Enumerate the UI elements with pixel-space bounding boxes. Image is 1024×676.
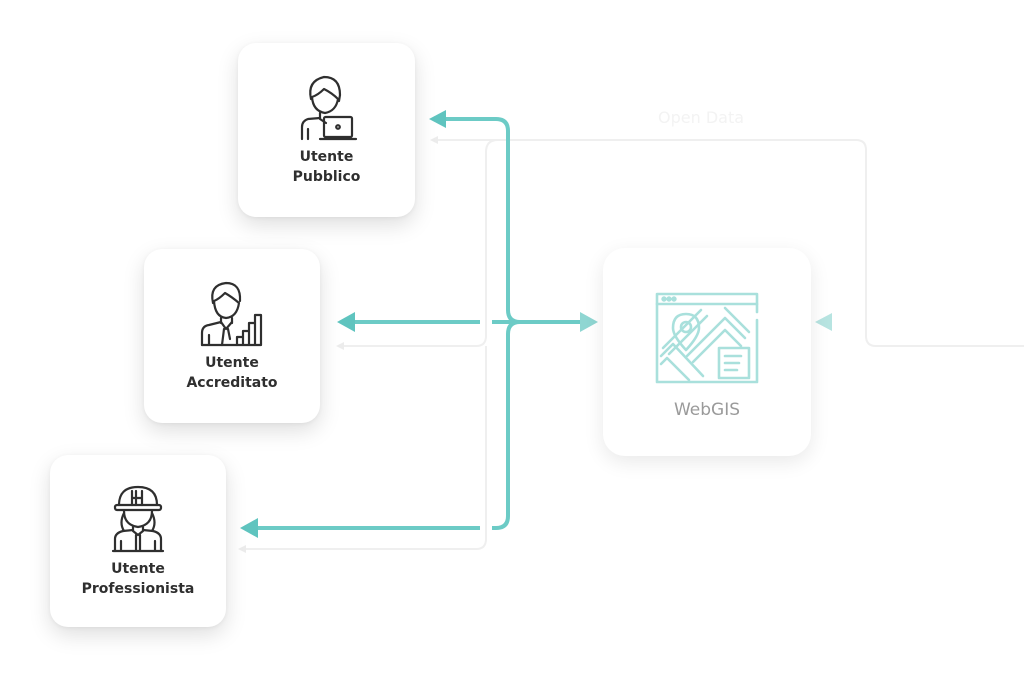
teal-lines <box>258 117 582 530</box>
open-data-label: Open Data <box>658 108 745 127</box>
node-utente-accreditato[interactable]: Utente Accreditato <box>144 249 320 423</box>
arrowhead-accreditato <box>337 312 355 332</box>
node-label-webgis: WebGIS <box>673 400 741 420</box>
node-utente-professionista[interactable]: Utente Professionista <box>50 455 226 627</box>
node-label: Utente Accreditato <box>186 355 278 391</box>
node-label: Utente Pubblico <box>292 149 361 185</box>
node-utente-pubblico[interactable]: Utente Pubblico <box>238 43 415 217</box>
faint-arrowhead-accreditato <box>336 342 344 350</box>
arrowhead-incoming <box>815 313 832 331</box>
arrowhead-pubblico <box>429 110 446 128</box>
node-label: Utente Professionista <box>81 561 195 597</box>
businessman-chart-icon <box>200 281 263 347</box>
worker-helmet-icon <box>111 485 165 553</box>
faint-line-pubblico <box>436 139 1024 347</box>
user-laptop-icon <box>300 75 357 141</box>
teal-line-professionista <box>258 320 521 530</box>
teal-line-pubblico <box>445 117 521 324</box>
arrowhead-webgis <box>580 312 598 332</box>
open-data-faint-lines <box>244 139 1024 550</box>
node-webgis[interactable]: WebGIS <box>603 248 811 456</box>
faint-arrowhead-pubblico <box>430 136 438 144</box>
faint-line-accreditato <box>342 139 499 347</box>
faint-arrowhead-professionista <box>238 545 246 553</box>
web-map-icon <box>655 292 759 384</box>
faint-line-professionista <box>244 346 487 550</box>
arrowhead-professionista <box>240 518 258 538</box>
